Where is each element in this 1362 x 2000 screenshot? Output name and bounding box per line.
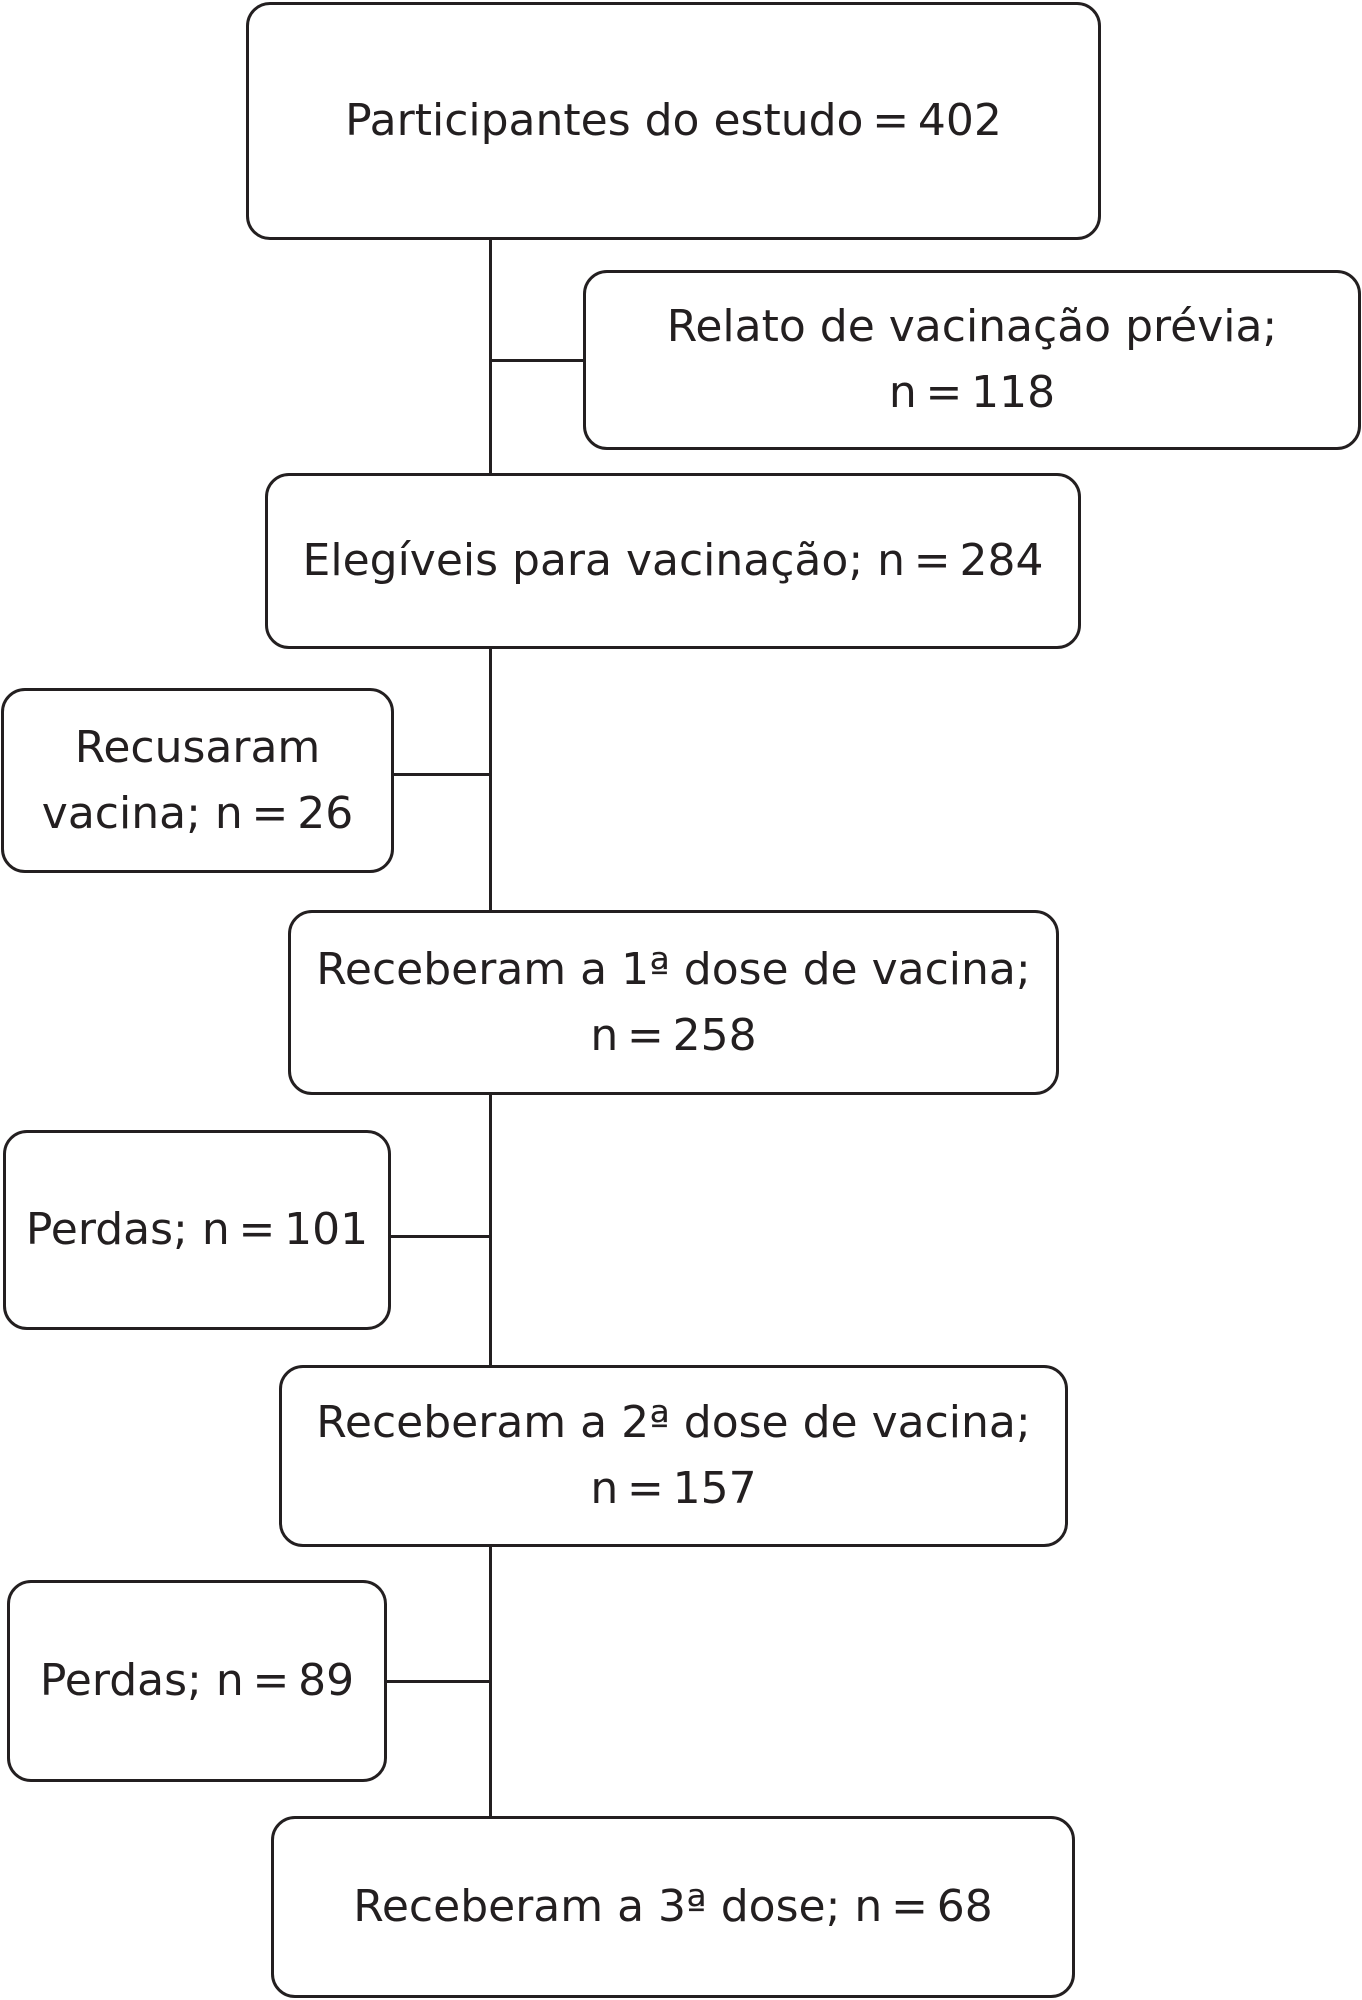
node-refused: Recusaram vacina; n = 26 [1, 688, 394, 873]
node-dose1-line-1: Receberam a 1ª dose de vacina; [316, 943, 1031, 995]
branch-connector-refused [392, 773, 492, 776]
node-dose1: Receberam a 1ª dose de vacina; n = 258 [288, 910, 1059, 1095]
node-eligible-line-1: Elegíveis para vacinação; n = 284 [302, 535, 1044, 586]
node-dose3-line-1: Receberam a 3ª dose; n = 68 [353, 1881, 993, 1932]
node-refused-line-2: vacina; n = 26 [41, 787, 354, 839]
branch-connector-losses2 [385, 1680, 492, 1683]
node-prior-vaccination-line-2: n = 118 [888, 367, 1056, 418]
node-prior-vaccination-line-1: Relato de vacinação prévia; [666, 301, 1278, 352]
node-prior-vaccination: Relato de vacinação prévia; n = 118 [583, 270, 1361, 450]
node-dose1-line-2: n = 258 [590, 1009, 757, 1061]
branch-connector-losses1 [389, 1235, 492, 1238]
node-dose2-line-2: n = 157 [590, 1463, 757, 1514]
node-dose2-line-1: Receberam a 2ª dose de vacina; [316, 1397, 1031, 1448]
node-losses2-line-1: Perdas; n = 89 [39, 1655, 355, 1706]
spine-connector-3 [489, 1093, 492, 1367]
node-losses2: Perdas; n = 89 [7, 1580, 387, 1782]
node-losses1-line-1: Perdas; n = 101 [25, 1204, 369, 1255]
node-dose2: Receberam a 2ª dose de vacina; n = 157 [279, 1365, 1068, 1547]
node-losses1: Perdas; n = 101 [3, 1130, 391, 1330]
node-eligible: Elegíveis para vacinação; n = 284 [265, 473, 1081, 649]
node-participants-line-1: Participantes do estudo = 402 [345, 95, 1002, 146]
node-participants: Participantes do estudo = 402 [246, 2, 1101, 240]
spine-connector-2 [489, 647, 492, 912]
node-refused-line-1: Recusaram [74, 721, 321, 773]
branch-connector-prior-vaccination [489, 359, 584, 362]
node-dose3: Receberam a 3ª dose; n = 68 [271, 1816, 1075, 1998]
spine-connector-1 [489, 238, 492, 475]
